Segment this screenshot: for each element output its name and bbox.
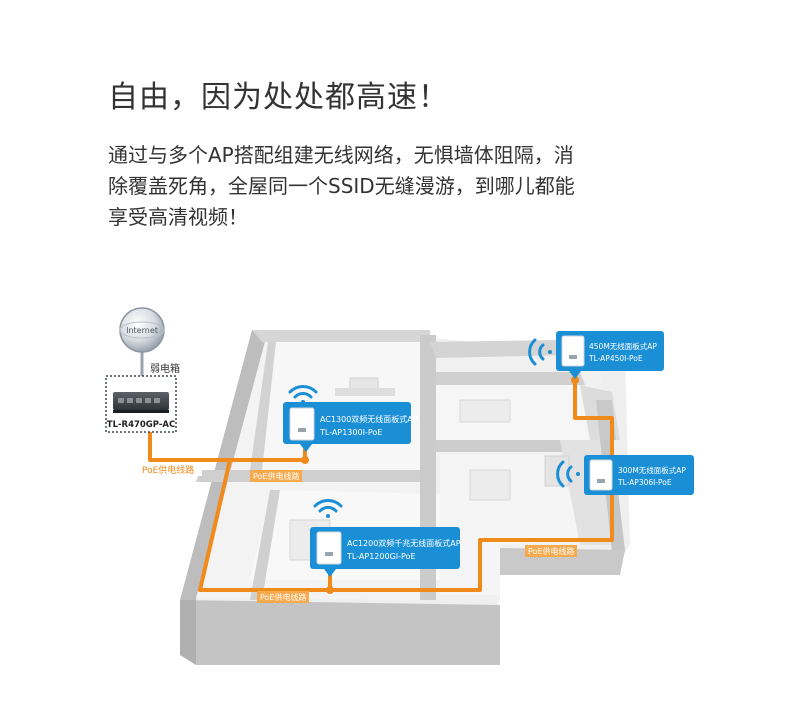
ap3-name: 450M无线面板式AP: [589, 341, 657, 351]
ap1-callout: [283, 402, 411, 444]
internet-label: Internet: [126, 326, 158, 335]
poe-label-left: PoE供电线路: [253, 471, 300, 481]
description-line-1: 通过与多个AP搭配组建无线网络，无惧墙体阻隔，消: [108, 143, 574, 167]
ap4-device-icon: [589, 459, 613, 491]
box-label: 弱电箱: [150, 362, 180, 375]
router-model: TL-R470GP-AC: [107, 420, 175, 430]
room-right-top: [436, 385, 590, 440]
wall-left-outer: [180, 330, 268, 600]
description: 通过与多个AP搭配组建无线网络，无惧墙体阻隔，消 除覆盖死角，全屋同一个SSID…: [108, 140, 668, 233]
ap2-model: TL-AP1200GI-PoE: [346, 552, 416, 561]
ap3-group: 450M无线面板式AP TL-AP450I-PoE: [528, 331, 664, 379]
ap4-group: 300M无线面板式AP TL-AP306I-PoE: [556, 455, 694, 495]
ap2-callout: [310, 527, 460, 569]
house-floorplan: [180, 330, 630, 665]
poe-label-bottom: PoE供电线路: [260, 592, 307, 602]
ap1-device-icon: [289, 407, 315, 441]
ap2-device-icon: [316, 531, 342, 565]
ap3-device-icon: [561, 335, 585, 367]
wall-right-divider: [436, 372, 585, 385]
ap4-name: 300M无线面板式AP: [618, 465, 686, 475]
headline: 自由，因为处处都高速！: [108, 80, 449, 115]
ap3-model: TL-AP450I-PoE: [588, 354, 643, 363]
poe-label-main: PoE供电线路: [142, 464, 194, 476]
wall-divider-1: [196, 470, 430, 482]
furniture-table: [469, 469, 511, 501]
ap1-name: AC1300双频无线面板式AP: [320, 414, 418, 424]
wall-front: [180, 600, 500, 665]
ap2-group: AC1200双频千兆无线面板式AP TL-AP1200GI-PoE: [310, 499, 461, 577]
wifi-icon: [528, 338, 552, 366]
poe-label-right: PoE供电线路: [528, 546, 575, 556]
description-line-2: 除覆盖死角，全屋同一个SSID无缝漫游，到哪儿都能: [108, 174, 575, 198]
ap2-name: AC1200双频千兆无线面板式AP: [347, 538, 461, 548]
wifi-icon: [556, 460, 580, 488]
description-line-3: 享受高清视频！: [108, 205, 248, 229]
wifi-icon: [313, 499, 343, 518]
ap1-model: TL-AP1300I-PoE: [319, 428, 382, 437]
ap4-model: TL-AP306I-PoE: [617, 478, 672, 487]
ap1-group: AC1300双频无线面板式AP TL-AP1300I-PoE: [283, 385, 418, 452]
